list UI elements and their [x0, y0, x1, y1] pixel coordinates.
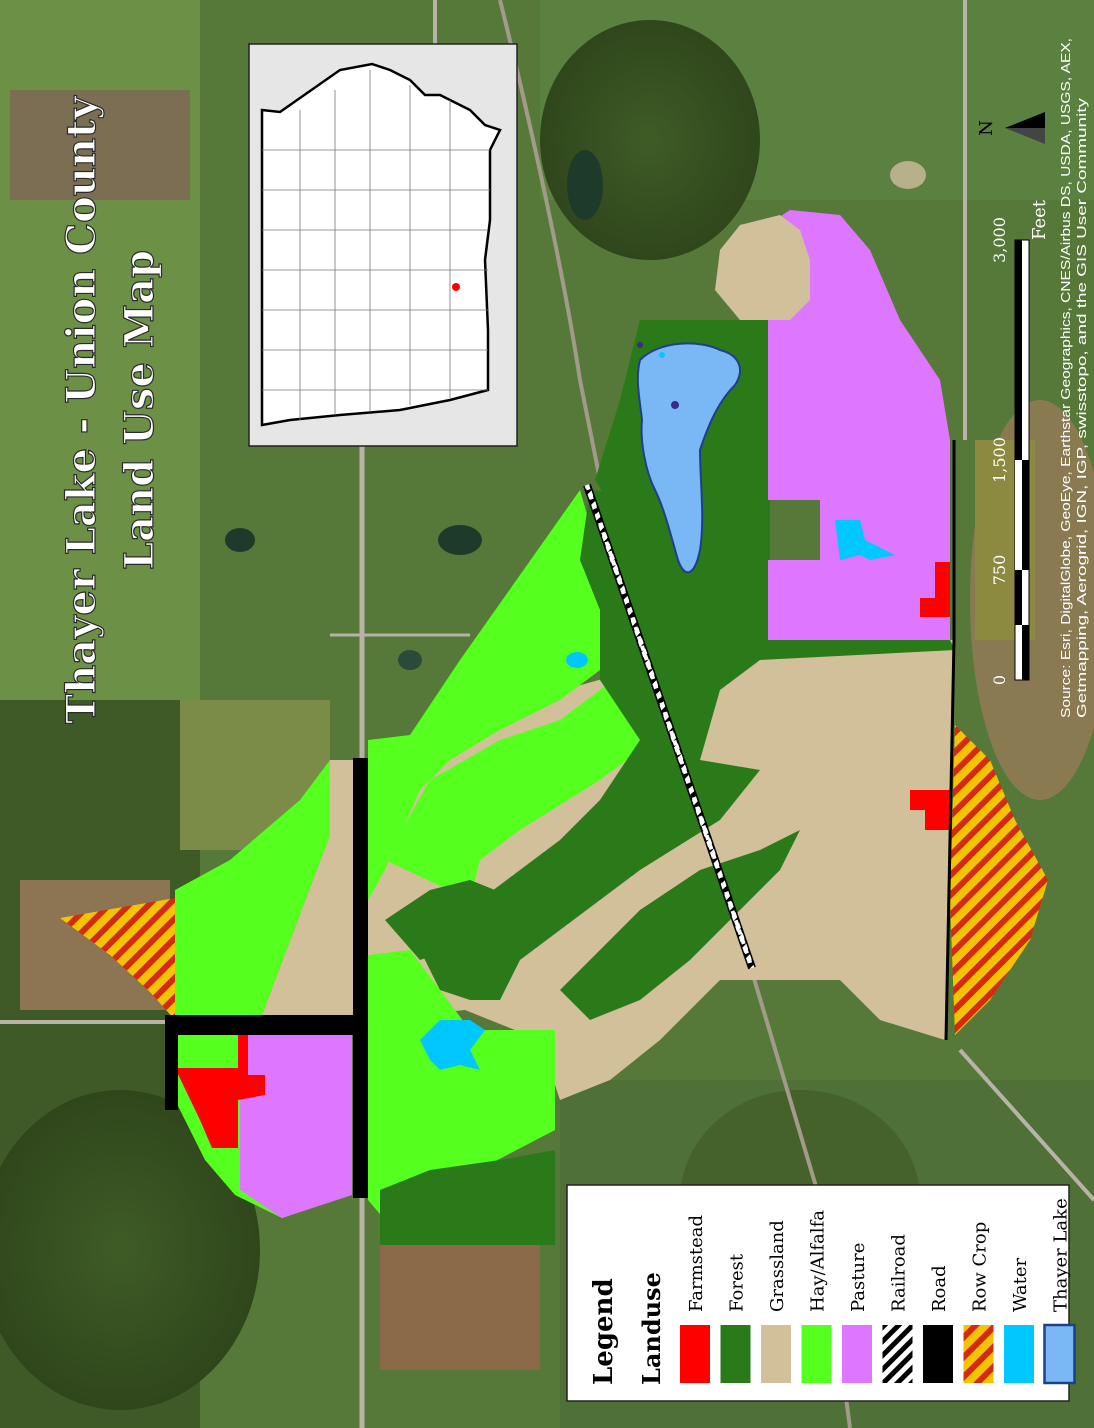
inset-locator-map	[248, 43, 518, 447]
source-line2: Getmapping, Aerogrid, IGN, IGP, swisstop…	[1074, 97, 1089, 718]
title-line1: Thayer Lake - Union County	[58, 95, 105, 724]
legend-swatch	[882, 1325, 913, 1383]
legend-item-hay-alfalfa: Hay/Alfalfa	[801, 1210, 832, 1383]
legend-heading: Legend	[589, 1278, 619, 1385]
legend-subheading: Landuse	[637, 1272, 666, 1385]
hay-alfalfa-area	[175, 760, 330, 1015]
water-pond	[566, 652, 588, 668]
north-label: N	[976, 120, 997, 136]
landuse-polygons	[60, 210, 1048, 1245]
legend-label: Hay/Alfalfa	[808, 1210, 829, 1312]
farmstead-area	[910, 790, 950, 830]
hay-alfalfa-area	[368, 950, 555, 1220]
road	[170, 1015, 368, 1035]
source-credits: Source: Esri, DigitalGlobe, GeoEye, Eart…	[1058, 38, 1089, 718]
legend-swatch	[963, 1325, 994, 1383]
hay-alfalfa-area	[368, 490, 640, 900]
water-pond	[835, 520, 895, 560]
legend-swatch	[680, 1325, 710, 1383]
scale-unit: Feet	[1029, 199, 1050, 240]
scale-tick-1500: 1,500	[990, 437, 1009, 483]
north-arrow-icon: N	[976, 112, 1045, 144]
legend-item-road: Road	[923, 1265, 953, 1383]
legend-item-forest: Forest	[720, 1253, 751, 1383]
legend-label: Water	[1010, 1257, 1031, 1312]
farmstead-area	[175, 1033, 265, 1148]
pasture-area	[240, 1033, 352, 1218]
grassland-area	[715, 215, 810, 320]
legend-item-water: Water	[1004, 1257, 1034, 1383]
legend-label: Grassland	[767, 1220, 788, 1312]
legend-label: Railroad	[889, 1234, 910, 1312]
map-title: Thayer Lake - Union County Land Use Map	[57, 94, 163, 724]
legend-swatch	[801, 1325, 832, 1383]
road	[165, 1015, 178, 1110]
road	[353, 758, 368, 1198]
point-marker	[659, 352, 665, 358]
legend-swatch	[761, 1325, 791, 1383]
location-marker	[452, 283, 460, 291]
scale-tick-750: 750	[990, 555, 1009, 586]
legend-swatch	[1043, 1323, 1076, 1385]
farmstead-area	[920, 562, 950, 617]
scale-tick-3000: 3,000	[990, 217, 1009, 263]
legend-label: Forest	[727, 1253, 748, 1312]
hay-alfalfa-area	[385, 660, 680, 900]
legend-swatch	[842, 1325, 872, 1383]
legend-swatch	[720, 1325, 751, 1383]
legend: Legend Landuse Farmstead Forest Grassland H…	[566, 1184, 1076, 1402]
point-marker	[671, 401, 679, 409]
legend-item-row-crop: Row Crop	[963, 1222, 994, 1383]
scale-tick-0: 0	[990, 675, 1009, 685]
water-pond	[420, 1020, 485, 1070]
legend-label: Thayer Lake	[1051, 1198, 1072, 1312]
legend-item-farmstead: Farmstead	[680, 1215, 710, 1383]
legend-label: Road	[929, 1265, 950, 1312]
legend-item-thayer-lake: Thayer Lake	[1043, 1198, 1076, 1385]
legend-item-grassland: Grassland	[761, 1220, 791, 1383]
pasture-area	[760, 210, 950, 640]
title-line2: Land Use Map	[116, 250, 163, 570]
road	[944, 639, 956, 1041]
point-marker	[637, 342, 643, 348]
legend-label: Farmstead	[686, 1215, 707, 1312]
forest-area	[380, 1150, 555, 1245]
legend-label: Pasture	[848, 1243, 869, 1312]
legend-item-pasture: Pasture	[842, 1243, 872, 1383]
forest-area	[385, 880, 520, 960]
legend-swatch	[1004, 1325, 1034, 1383]
railroad	[584, 484, 755, 969]
source-line1: Source: Esri, DigitalGlobe, GeoEye, Eart…	[1058, 38, 1073, 718]
forest-area	[560, 830, 800, 1020]
row-crop-area	[950, 725, 1048, 1035]
scale-bar: 0 750 1,500 3,000 Feet	[990, 199, 1050, 685]
legend-swatch	[923, 1325, 953, 1383]
row-crop-area	[60, 898, 175, 1020]
legend-item-railroad: Railroad	[882, 1234, 913, 1383]
thayer-lake	[636, 342, 741, 574]
legend-label: Row Crop	[970, 1222, 991, 1312]
grassland-area	[262, 760, 358, 1015]
